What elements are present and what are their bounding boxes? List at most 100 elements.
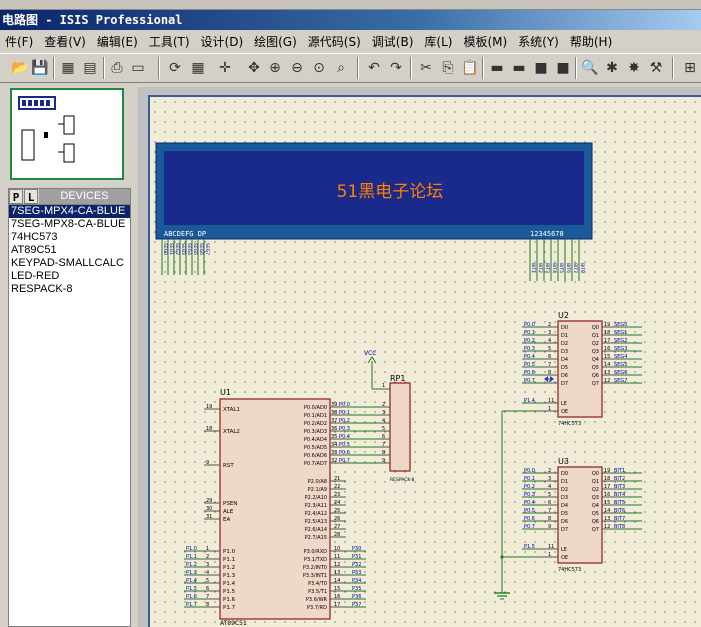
u2-net-label: P0.5 xyxy=(524,362,535,368)
u3-pin-name: Q7 xyxy=(592,527,599,533)
device-item[interactable]: 7SEG-MPX4-CA-BLUE xyxy=(9,205,130,218)
device-item[interactable]: 74HC573 xyxy=(11,231,58,243)
library-manager-tab[interactable]: L xyxy=(24,189,38,204)
u1-net-label: P1.4 xyxy=(186,578,197,584)
origin-icon[interactable]: ✛ xyxy=(219,60,231,76)
u2-net-label: P0.6 xyxy=(524,370,535,376)
lcd-left-pins: ABCDEFG DP xyxy=(164,230,206,238)
u1-pin-name: P2.0/A8 xyxy=(308,479,327,485)
menu-item-3[interactable]: 工具(T) xyxy=(148,35,190,49)
undo-icon[interactable]: ↶ xyxy=(368,60,380,76)
u1-pin-name: P0.6/AD6 xyxy=(304,453,327,459)
zoom-area-icon[interactable]: ⌕ xyxy=(337,60,345,76)
u1-pin-num: 3 xyxy=(206,562,209,568)
refresh-icon[interactable]: ⟳ xyxy=(169,60,181,76)
u1-net-label: P1.1 xyxy=(186,554,197,560)
menu-item-9[interactable]: 模板(M) xyxy=(463,35,508,49)
rp1-pin-num: 9 xyxy=(382,458,385,464)
export-icon[interactable]: ▤ xyxy=(83,60,97,76)
u1-pin-num: 26 xyxy=(334,516,340,522)
lcd-text: 51黑电子论坛 xyxy=(337,182,444,202)
u1-pin-name: P1.1 xyxy=(223,557,235,563)
packaging-icon[interactable]: ✸ xyxy=(628,60,640,76)
u1-net-label: P0.2 xyxy=(339,418,350,424)
grid-icon[interactable]: ▦ xyxy=(191,60,205,76)
pick-device-icon[interactable]: 🔍 xyxy=(581,60,599,76)
u1-pin-num: 38 xyxy=(331,410,337,416)
u3-pin-num: 2 xyxy=(548,468,551,474)
redo-icon[interactable]: ↷ xyxy=(390,60,402,76)
device-item[interactable]: RESPACK-8 xyxy=(11,283,73,295)
menu-item-7[interactable]: 调试(B) xyxy=(371,35,414,49)
paste-icon[interactable]: 📋 xyxy=(461,60,479,76)
zoom-in-icon[interactable]: ⊕ xyxy=(269,60,281,76)
device-item[interactable]: AT89C51 xyxy=(11,244,57,256)
u2-pin-name: Q0 xyxy=(592,325,599,331)
menu-item-2[interactable]: 编辑(E) xyxy=(96,35,138,49)
lcd-bit-label: BIT1 xyxy=(530,263,536,273)
u1-pin-num: 22 xyxy=(334,484,340,490)
copy-icon[interactable]: ⎘ xyxy=(442,60,454,76)
lcd-seg-label: SEG4 xyxy=(186,243,192,255)
overview-window[interactable] xyxy=(10,88,124,180)
u2-net-label: P1.4 xyxy=(524,398,535,404)
wire-autorouter-icon[interactable]: ⊞ xyxy=(684,60,696,76)
pan-icon[interactable]: ✥ xyxy=(248,60,260,76)
u1-pin-num: 15 xyxy=(334,586,340,592)
u2-part: 74HC573 xyxy=(558,421,581,427)
menu-item-0[interactable]: 件(F) xyxy=(5,35,34,49)
u1-net-label: P31 xyxy=(352,554,361,560)
menu-item-8[interactable]: 库(L) xyxy=(424,35,453,49)
u3-pin-name: D2 xyxy=(561,487,568,493)
lcd-seg-label: SEG7 xyxy=(204,243,210,255)
import-icon[interactable]: ▦ xyxy=(61,60,75,76)
u1-pin-name: XTAL1 xyxy=(223,407,240,413)
menu-item-6[interactable]: 源代码(S) xyxy=(307,35,361,49)
cut-icon[interactable]: ✂ xyxy=(420,60,432,76)
block-copy-icon[interactable]: ▬ xyxy=(490,60,504,76)
u2-pin-num: 16 xyxy=(604,346,610,352)
zoom-all-icon[interactable]: ⊙ xyxy=(313,60,325,76)
print-icon[interactable]: ⎙ xyxy=(111,60,123,76)
print-area-icon[interactable]: ▭ xyxy=(131,60,145,76)
device-item[interactable]: KEYPAD-SMALLCALC xyxy=(11,257,124,269)
u1-pin-name: P3.5/T1 xyxy=(308,589,327,595)
u1-net-label: P0.3 xyxy=(339,426,350,432)
u1-pin-num: 16 xyxy=(334,594,340,600)
u2-pin-name: Q6 xyxy=(592,373,599,379)
zoom-out-icon[interactable]: ⊖ xyxy=(291,60,303,76)
u3-net-label: BIT8 xyxy=(614,524,625,530)
menu-item-1[interactable]: 查看(V) xyxy=(44,35,86,49)
make-device-icon[interactable]: ✱ xyxy=(606,60,618,76)
u2-pin-num: 11 xyxy=(548,398,554,404)
block-move-icon[interactable]: ▬ xyxy=(512,60,526,76)
block-rotate-icon[interactable]: ■ xyxy=(534,60,548,76)
u1-pin-num: 7 xyxy=(206,594,209,600)
u1-net-label: P1.7 xyxy=(186,602,197,608)
save-icon[interactable]: 💾 xyxy=(31,60,49,76)
u2-net-label: P0.0 xyxy=(524,322,535,328)
menu-item-5[interactable]: 绘图(G) xyxy=(254,35,297,49)
u1-pin-name: P2.4/A12 xyxy=(305,511,327,517)
lcd-bit-label: BIT6 xyxy=(565,263,571,273)
device-item[interactable]: LED-RED xyxy=(11,270,60,282)
u1-pin-name: P2.1/A9 xyxy=(308,487,327,493)
open-icon[interactable]: 📂 xyxy=(11,60,29,76)
pick-devices-tab[interactable]: P xyxy=(9,189,23,204)
u1-pin-num: 5 xyxy=(206,578,209,584)
block-delete-icon[interactable]: ■ xyxy=(556,60,570,76)
menu-item-10[interactable]: 系统(Y) xyxy=(518,35,559,49)
decompose-icon[interactable]: ⚒ xyxy=(649,60,663,76)
menu-item-11[interactable]: 帮助(H) xyxy=(569,35,613,49)
u3-pin-num: 16 xyxy=(604,492,610,498)
u3-pin-name: D5 xyxy=(561,511,568,517)
u2-pin-num: 6 xyxy=(548,354,551,360)
vcc-arrow xyxy=(367,356,377,364)
device-item[interactable]: 7SEG-MPX8-CA-BLUE xyxy=(11,218,126,230)
u2-ref: U2 xyxy=(558,311,569,320)
u3-pin-num: 12 xyxy=(604,524,610,530)
menu-item-4[interactable]: 设计(D) xyxy=(200,35,244,49)
